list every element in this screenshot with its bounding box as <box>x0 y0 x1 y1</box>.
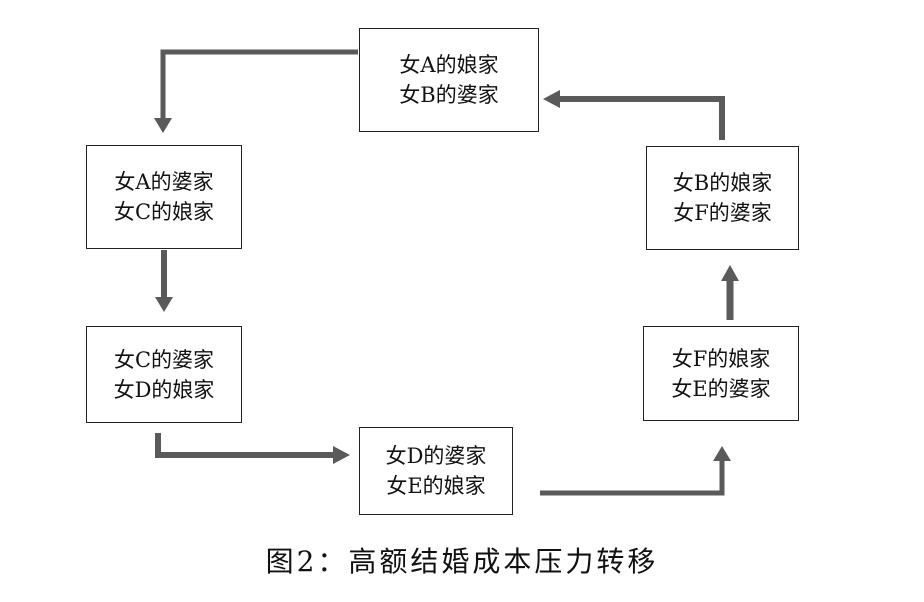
node-left-lower: 女C的婆家 女D的娘家 <box>86 326 242 423</box>
node-right-upper-line2: 女F的婆家 <box>673 201 772 225</box>
node-bottom-line1: 女D的婆家 <box>385 444 487 468</box>
node-top-line1: 女A的娘家 <box>399 53 499 77</box>
figure-caption: 图2：高额结婚成本压力转移 <box>265 545 659 578</box>
node-left-upper: 女A的婆家 女C的娘家 <box>86 145 242 249</box>
node-bottom-line2: 女E的娘家 <box>386 474 486 498</box>
arrow-right-upper-to-top <box>543 90 725 140</box>
arrow-bottom-to-right-lower <box>540 446 731 496</box>
node-top-line2: 女B的婆家 <box>399 83 499 107</box>
node-left-lower-line2: 女D的娘家 <box>113 377 215 402</box>
node-left-upper-line2: 女C的娘家 <box>113 200 215 224</box>
node-right-upper: 女B的娘家 女F的婆家 <box>646 146 799 250</box>
node-right-upper-line1: 女B的娘家 <box>672 171 773 195</box>
node-bottom: 女D的婆家 女E的娘家 <box>359 427 513 515</box>
node-right-lower-line1: 女F的娘家 <box>671 346 771 371</box>
node-left-lower-line1: 女C的婆家 <box>113 347 215 372</box>
node-left-upper-line1: 女A的婆家 <box>114 170 214 194</box>
arrow-top-to-left-upper <box>154 49 358 133</box>
arrow-right-lower-to-right-upper <box>721 265 739 320</box>
arrow-left-upper-to-left-lower <box>155 250 173 312</box>
node-top: 女A的娘家 女B的婆家 <box>359 28 539 132</box>
node-right-lower: 女F的娘家 女E的婆家 <box>643 326 799 421</box>
arrow-left-lower-to-bottom <box>155 433 350 464</box>
node-right-lower-line2: 女E的婆家 <box>671 376 771 401</box>
